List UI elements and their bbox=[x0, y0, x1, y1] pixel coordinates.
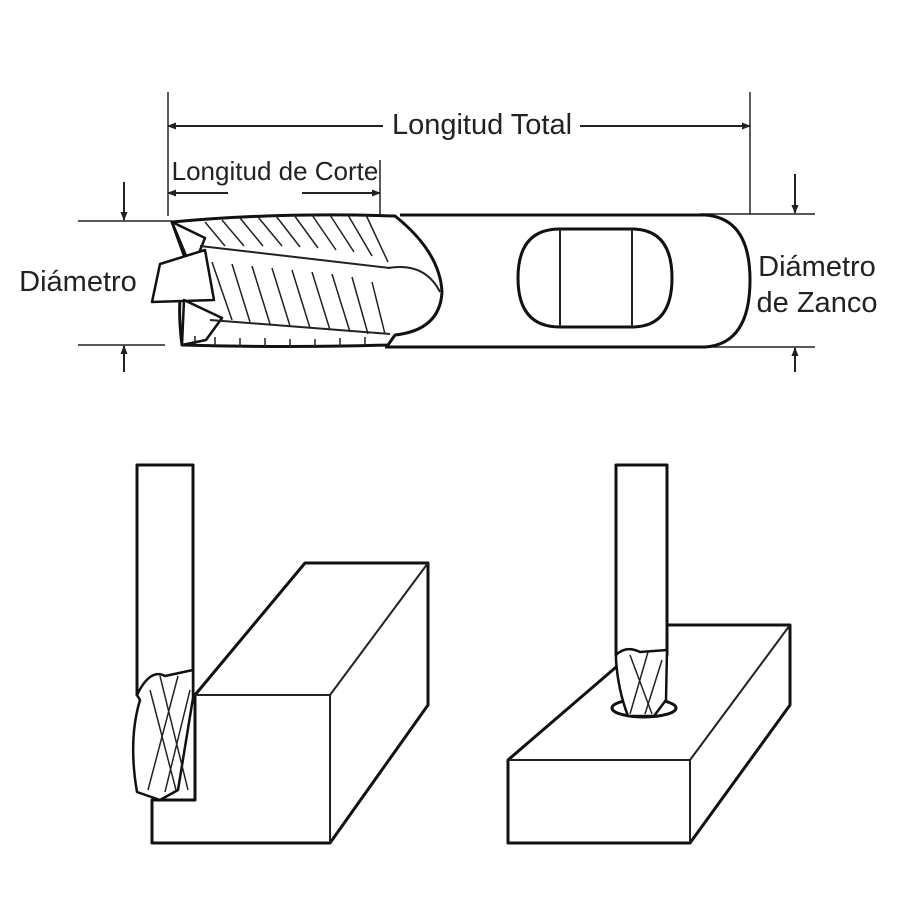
flute-teeth-lower bbox=[209, 261, 391, 335]
shank-diameter-label-line2: de Zanco bbox=[757, 287, 878, 319]
tool-shank-right bbox=[614, 463, 669, 657]
end-mill-tool bbox=[150, 213, 752, 349]
shank-flat bbox=[516, 227, 674, 329]
tool-flutes-right bbox=[614, 647, 669, 718]
tool-shank-left bbox=[135, 463, 195, 697]
side-milling-illustration bbox=[131, 463, 430, 845]
flute-teeth-upper bbox=[199, 214, 391, 269]
cut-length-label: Longitud de Corte bbox=[172, 156, 379, 186]
shank-diameter-label-line1: Diámetro bbox=[758, 251, 876, 283]
overall-length-label: Longitud Total bbox=[392, 109, 572, 141]
dimension-lines bbox=[78, 92, 815, 372]
plunge-milling-illustration bbox=[506, 463, 792, 845]
diameter-label: Diámetro bbox=[19, 266, 137, 298]
